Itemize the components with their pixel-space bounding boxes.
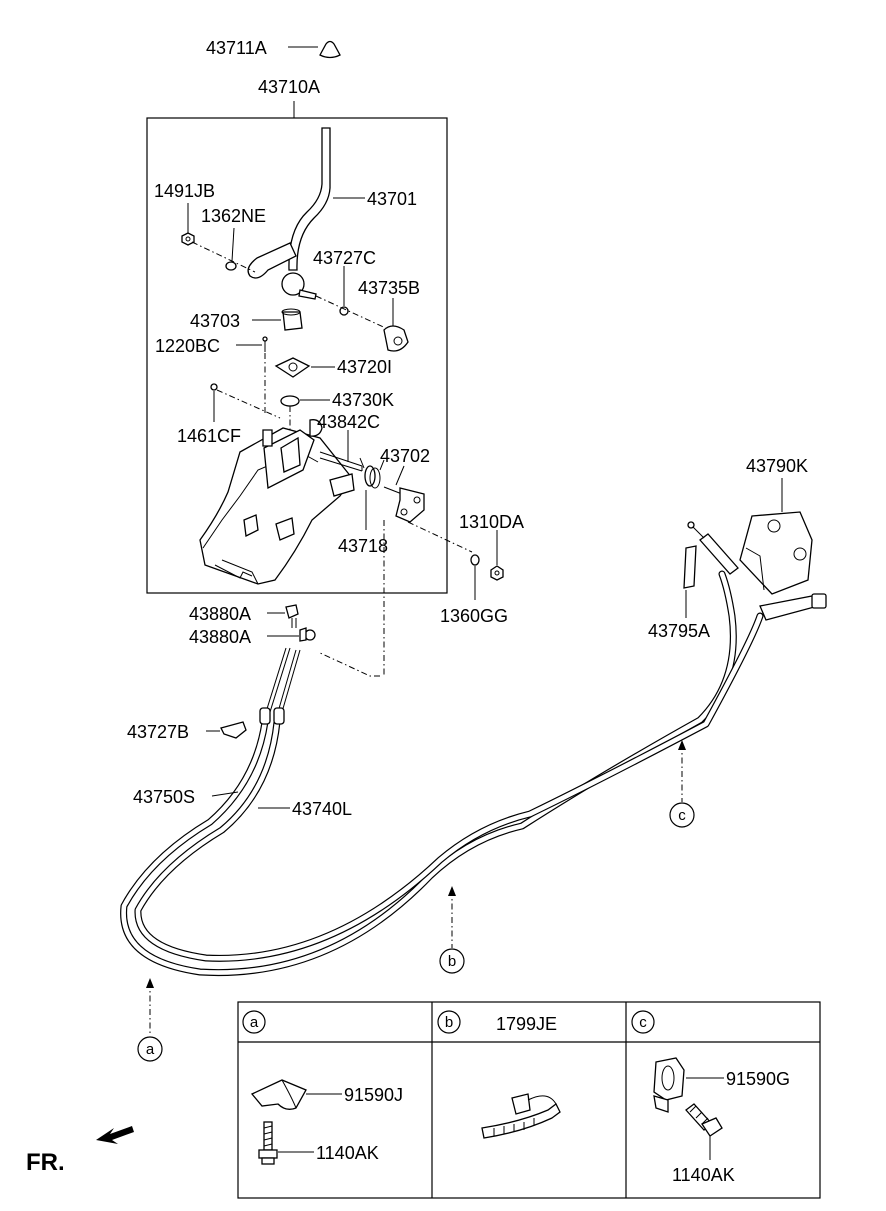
label-end-b: 43880A [189, 627, 251, 647]
oring-part [280, 395, 300, 407]
label-bracket-small: 43795A [648, 621, 710, 641]
label-clip: 1461CF [177, 426, 241, 446]
legend-c-letter: c [639, 1014, 647, 1031]
label-shaft: 43842C [317, 412, 380, 432]
label-knob: 43711A [206, 38, 267, 58]
label-spring: 43718 [338, 536, 388, 556]
callout-a: a [137, 978, 163, 1062]
clip-part [210, 383, 218, 391]
washer-top-part [225, 261, 237, 271]
washer-right-part [339, 306, 349, 316]
label-gasket: 43720I [337, 357, 392, 377]
bracket-right-part [739, 511, 813, 595]
retainer-part [220, 721, 247, 739]
clip-91590J-part [250, 1079, 307, 1110]
housing-part [199, 419, 355, 585]
svg-text:a: a [146, 1041, 155, 1058]
washer-bottom-part [470, 554, 480, 566]
label-bushing: 43703 [190, 311, 240, 331]
link-part [383, 486, 425, 523]
bushing-part [281, 308, 303, 331]
legend-b-letter: b [445, 1014, 453, 1031]
shift-cables [120, 521, 827, 977]
label-link: 43702 [380, 446, 430, 466]
svg-text:b: b [448, 953, 456, 970]
bolt-1140AK-c-part [685, 1103, 723, 1137]
spring-part [359, 457, 385, 489]
lever-assy-frame [146, 117, 448, 594]
label-retainer: 43727B [127, 722, 189, 742]
shift-lever-part [247, 127, 331, 300]
nut-right-part [490, 565, 504, 581]
legend-a-letter: a [250, 1014, 259, 1031]
label-cable-shift: 43740L [292, 799, 352, 819]
label-washer-bottom: 1360GG [440, 606, 508, 626]
label-lever-assy: 43710A [258, 77, 320, 97]
label-oring: 43730K [332, 390, 394, 410]
label-nut: 1491JB [154, 181, 215, 201]
label-bushing-right: 43735B [358, 278, 420, 298]
label-cable-select: 43750S [133, 787, 195, 807]
label-fr: FR. [26, 1149, 65, 1176]
legend-a-part1: 91590J [344, 1085, 403, 1105]
label-nut-right: 1310DA [459, 512, 524, 532]
cable-end-b-part [299, 627, 316, 642]
legend-b-header: 1799JE [496, 1014, 557, 1034]
label-lever: 43701 [367, 189, 417, 209]
cable-end-a-part [285, 604, 299, 628]
cable-tie-1799JE-part [481, 1093, 561, 1139]
label-washer-right: 43727C [313, 248, 376, 268]
legend-a-part2: 1140AK [316, 1143, 379, 1163]
nut-part [181, 232, 195, 246]
label-bracket-right: 43790K [746, 456, 808, 476]
legend-c-part1: 91590G [726, 1069, 790, 1089]
bushing-right-part [383, 325, 409, 352]
callout-c: c [669, 740, 695, 828]
clip-91590G-part [653, 1057, 685, 1113]
label-pin: 1220BC [155, 336, 220, 356]
bracket-small-part [683, 545, 697, 589]
bolt-1140AK-a-part [258, 1121, 278, 1165]
pin-part [262, 336, 268, 352]
front-arrow-icon [96, 1126, 134, 1144]
shaft-part [319, 451, 363, 472]
svg-text:c: c [678, 807, 686, 824]
legend-table: a 91590J 1140AK b 1799JE c [237, 1001, 821, 1199]
gasket-part [274, 357, 311, 378]
label-end-a: 43880A [189, 604, 251, 624]
knob-part [288, 40, 341, 59]
callout-b: b [439, 886, 465, 974]
label-washer-top: 1362NE [201, 206, 266, 226]
legend-c-part2: 1140AK [672, 1165, 735, 1185]
